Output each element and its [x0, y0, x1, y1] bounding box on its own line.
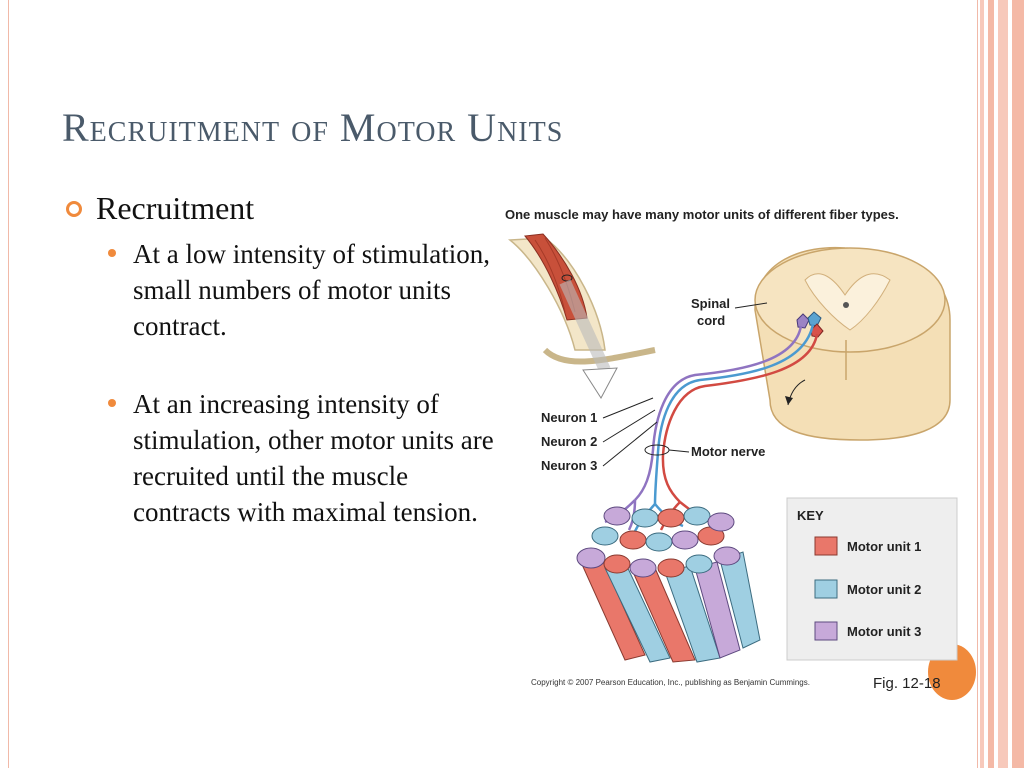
key-swatch-1	[814, 536, 838, 556]
key-swatch-3	[814, 621, 838, 641]
slide-frame	[8, 0, 978, 768]
label-spinal-cord-1: Spinal	[691, 296, 730, 311]
sub-bullet-2: At an increasing intensity of stimulatio…	[108, 386, 498, 530]
sub-bullet-text: At a low intensity of stimulation, small…	[133, 239, 490, 341]
bullet-ring-icon	[66, 200, 82, 217]
neuron-cell-bodies	[796, 311, 824, 338]
spinal-cord-pointer	[734, 302, 768, 309]
key-swatch-2	[814, 579, 838, 599]
motor-unit-figure: One muscle may have many motor units of …	[505, 207, 958, 692]
label-neuron-2: Neuron 2	[541, 434, 597, 449]
copyright-text: Copyright © 2007 Pearson Education, Inc.…	[531, 678, 810, 687]
slide-title: Recruitment of Motor Units	[62, 105, 564, 150]
bullet-dot-icon	[108, 249, 116, 257]
figure-caption: One muscle may have many motor units of …	[505, 207, 899, 222]
label-motor-nerve: Motor nerve	[691, 444, 765, 459]
spinal-cord-illustration	[754, 246, 951, 441]
key-title: KEY	[797, 508, 824, 523]
muscle-fiber-bundle	[576, 506, 761, 663]
key-label-2: Motor unit 2	[847, 582, 921, 597]
key-label-1: Motor unit 1	[847, 539, 921, 554]
sub-bullet-1: At a low intensity of stimulation, small…	[108, 236, 498, 344]
bullet-recruitment: Recruitment	[66, 190, 254, 227]
key-label-3: Motor unit 3	[847, 624, 921, 639]
bullet-dot-icon	[108, 399, 116, 407]
sub-bullet-text: At an increasing intensity of stimulatio…	[133, 389, 494, 527]
label-neuron-1: Neuron 1	[541, 410, 597, 425]
neuron-pointers	[602, 397, 690, 467]
decorative-stripes	[978, 0, 1024, 768]
label-neuron-3: Neuron 3	[541, 458, 597, 473]
bullet-text: Recruitment	[96, 190, 255, 226]
label-spinal-cord-2: cord	[697, 313, 725, 328]
arm-illustration	[508, 233, 656, 399]
figure-number: Fig. 12-18	[873, 675, 941, 692]
figure-key: KEY Motor unit 1 Motor unit 2 Motor unit…	[786, 497, 958, 661]
